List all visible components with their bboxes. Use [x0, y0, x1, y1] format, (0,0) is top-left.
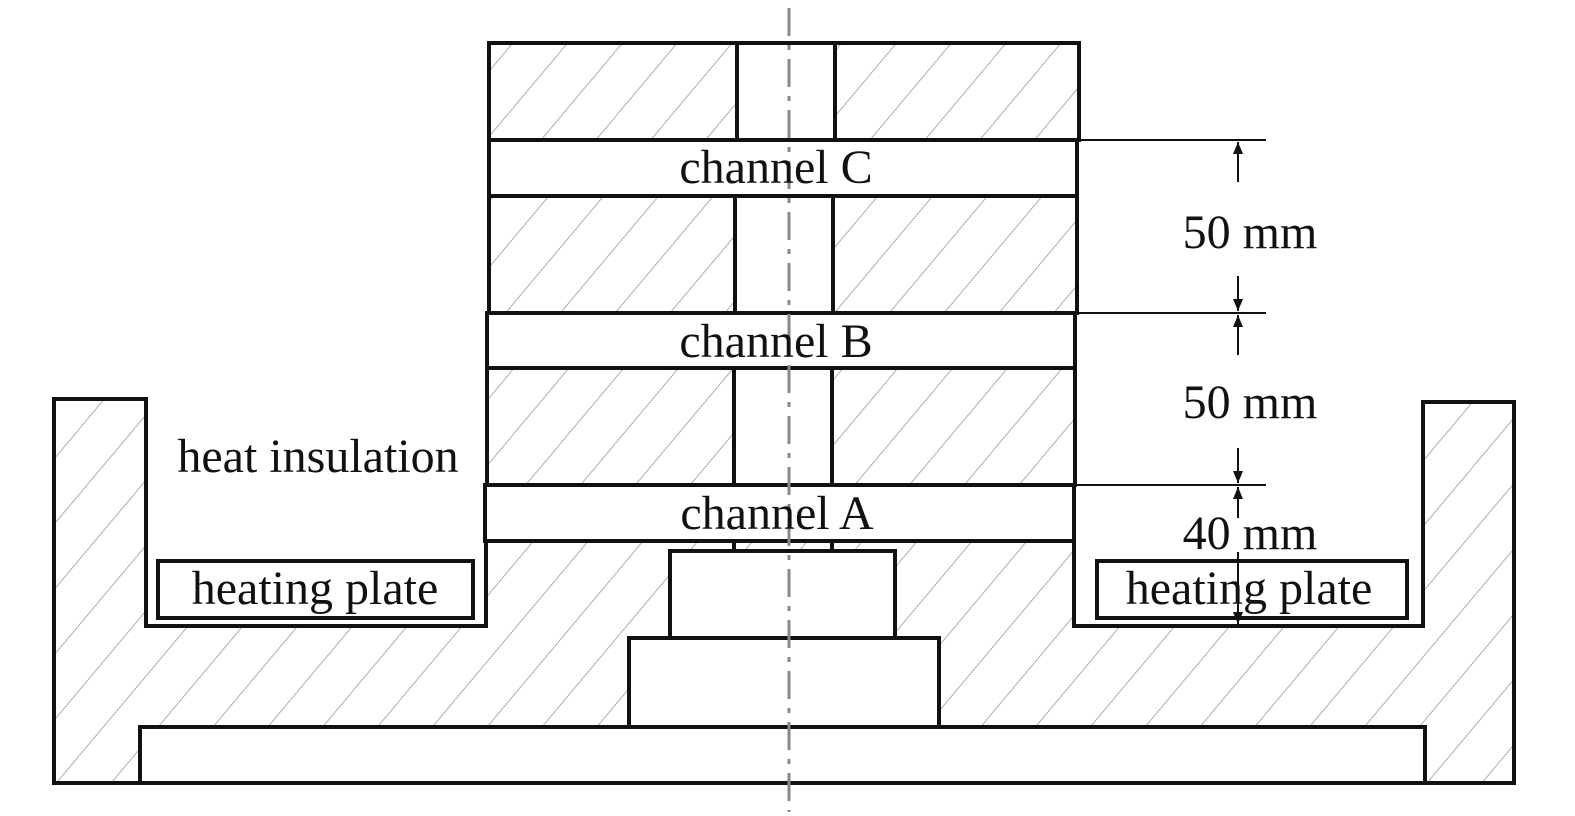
dimension-c-to-b-label: 50 mm	[1183, 206, 1318, 259]
channel-c-label: channel C	[679, 141, 872, 194]
channel-a	[483, 483, 1076, 543]
channel-c	[487, 138, 1079, 198]
heating-plate-right-label: heating plate	[1126, 562, 1373, 615]
central-bore-top	[737, 45, 835, 138]
bottom-plate	[138, 725, 1427, 785]
pedestal-upper	[668, 549, 897, 640]
dimension-a-to-plate-label: 40 mm	[1183, 507, 1318, 560]
channel-b-label: channel B	[679, 315, 872, 368]
heating-plate-right-box	[1095, 559, 1409, 620]
pedestal-lower	[627, 636, 941, 729]
central-bore-lower	[734, 370, 832, 483]
dimension-b-to-a-label: 50 mm	[1183, 376, 1318, 429]
channel-b	[485, 311, 1077, 370]
dimension-arrows	[1233, 142, 1243, 624]
heat-insulation-label: heat insulation	[177, 430, 458, 483]
heating-plate-left-label: heating plate	[192, 562, 439, 615]
central-bore-middle	[735, 198, 833, 311]
heating-plate-left-box	[156, 559, 475, 620]
channel-a-label: channel A	[680, 487, 874, 540]
